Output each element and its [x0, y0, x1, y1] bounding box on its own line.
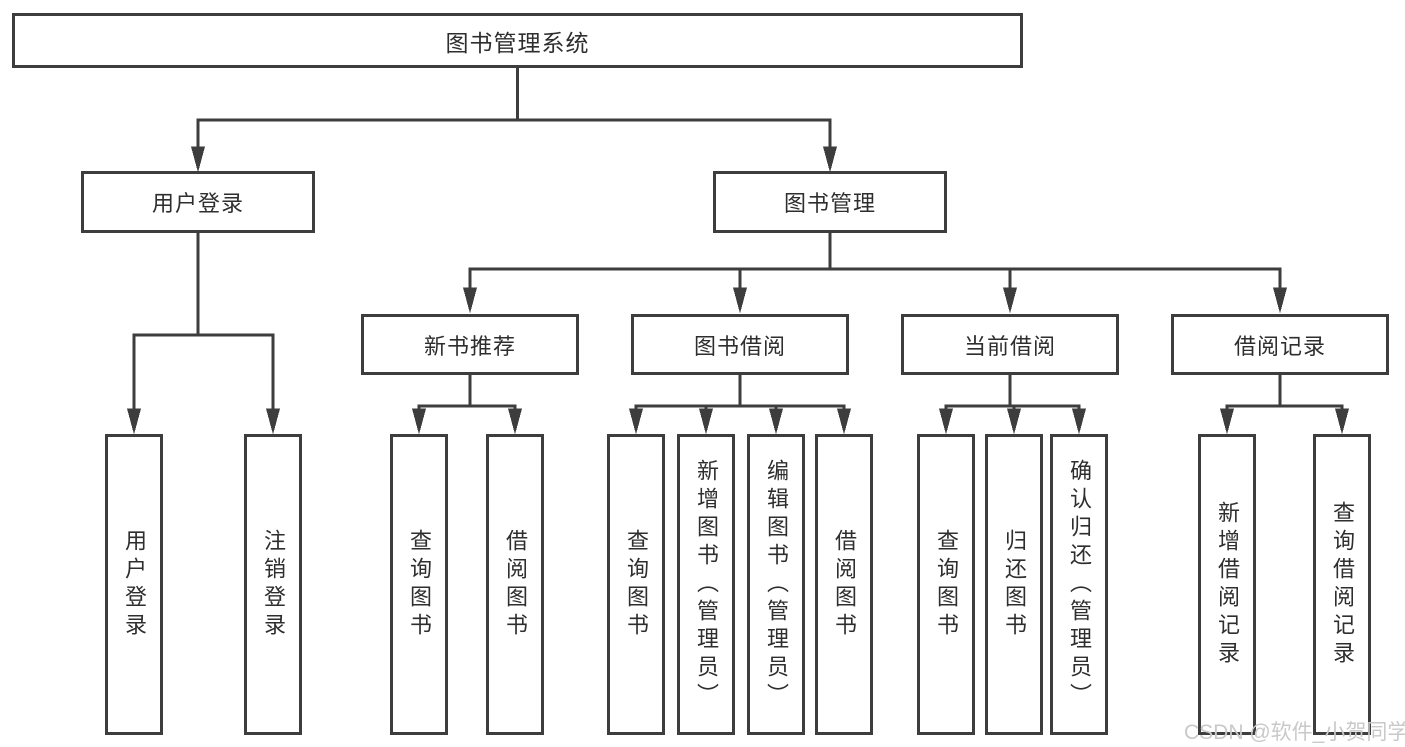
node-return-book: 归还图书 — [985, 434, 1043, 735]
node-current-borrowing: 当前借阅 — [901, 314, 1119, 375]
node-borrowing-records: 借阅记录 — [1171, 314, 1389, 375]
node-label: 借阅记录 — [1233, 333, 1326, 359]
node-edit-book-admin: 编辑图书（管理员） — [747, 434, 805, 735]
node-label: 新增图书（管理员） — [694, 458, 719, 711]
node-borrow-books-action: 借阅图书 — [815, 434, 873, 735]
node-label: 图书借阅 — [693, 333, 786, 359]
node-label: 查询图书 — [934, 528, 959, 641]
node-label: 查询图书 — [407, 528, 432, 641]
node-user-login-action: 用户登录 — [105, 434, 163, 735]
node-add-borrow-record: 新增借阅记录 — [1198, 434, 1256, 735]
node-query-books-recommend: 查询图书 — [390, 434, 448, 735]
node-label: 当前借阅 — [963, 333, 1056, 359]
node-label: 新增借阅记录 — [1215, 500, 1240, 669]
node-label: 用户登录 — [151, 191, 244, 216]
node-label: 编辑图书（管理员） — [764, 458, 789, 711]
node-query-borrow-record: 查询借阅记录 — [1313, 434, 1371, 735]
node-label: 查询图书 — [624, 528, 649, 641]
node-label: 图书管理 — [783, 191, 876, 216]
node-label: 新书推荐 — [423, 333, 516, 359]
node-borrow-books-recommend: 借阅图书 — [486, 434, 544, 735]
node-label: 查询借阅记录 — [1330, 500, 1355, 669]
node-library-management-system: 图书管理系统 — [12, 13, 1023, 68]
node-book-borrowing: 图书借阅 — [631, 314, 849, 375]
node-book-management: 图书管理 — [713, 171, 947, 233]
node-logout-action: 注销登录 — [244, 434, 302, 735]
csdn-watermark: CSDN @软件_小贺同学 — [1184, 721, 1405, 744]
node-add-book-admin: 新增图书（管理员） — [677, 434, 735, 735]
node-label: 借阅图书 — [832, 528, 857, 641]
node-label: 借阅图书 — [503, 528, 528, 641]
node-label: 用户登录 — [122, 528, 147, 641]
node-label: 注销登录 — [261, 528, 286, 641]
node-user-login: 用户登录 — [81, 171, 315, 233]
node-query-books-borrow: 查询图书 — [607, 434, 665, 735]
node-label: 图书管理系统 — [445, 29, 590, 56]
node-new-book-recommendation: 新书推荐 — [361, 314, 579, 375]
node-label: 确认归还（管理员） — [1067, 458, 1092, 711]
node-confirm-return-admin: 确认归还（管理员） — [1050, 434, 1108, 735]
node-query-books-current: 查询图书 — [917, 434, 975, 735]
node-label: 归还图书 — [1002, 528, 1027, 641]
